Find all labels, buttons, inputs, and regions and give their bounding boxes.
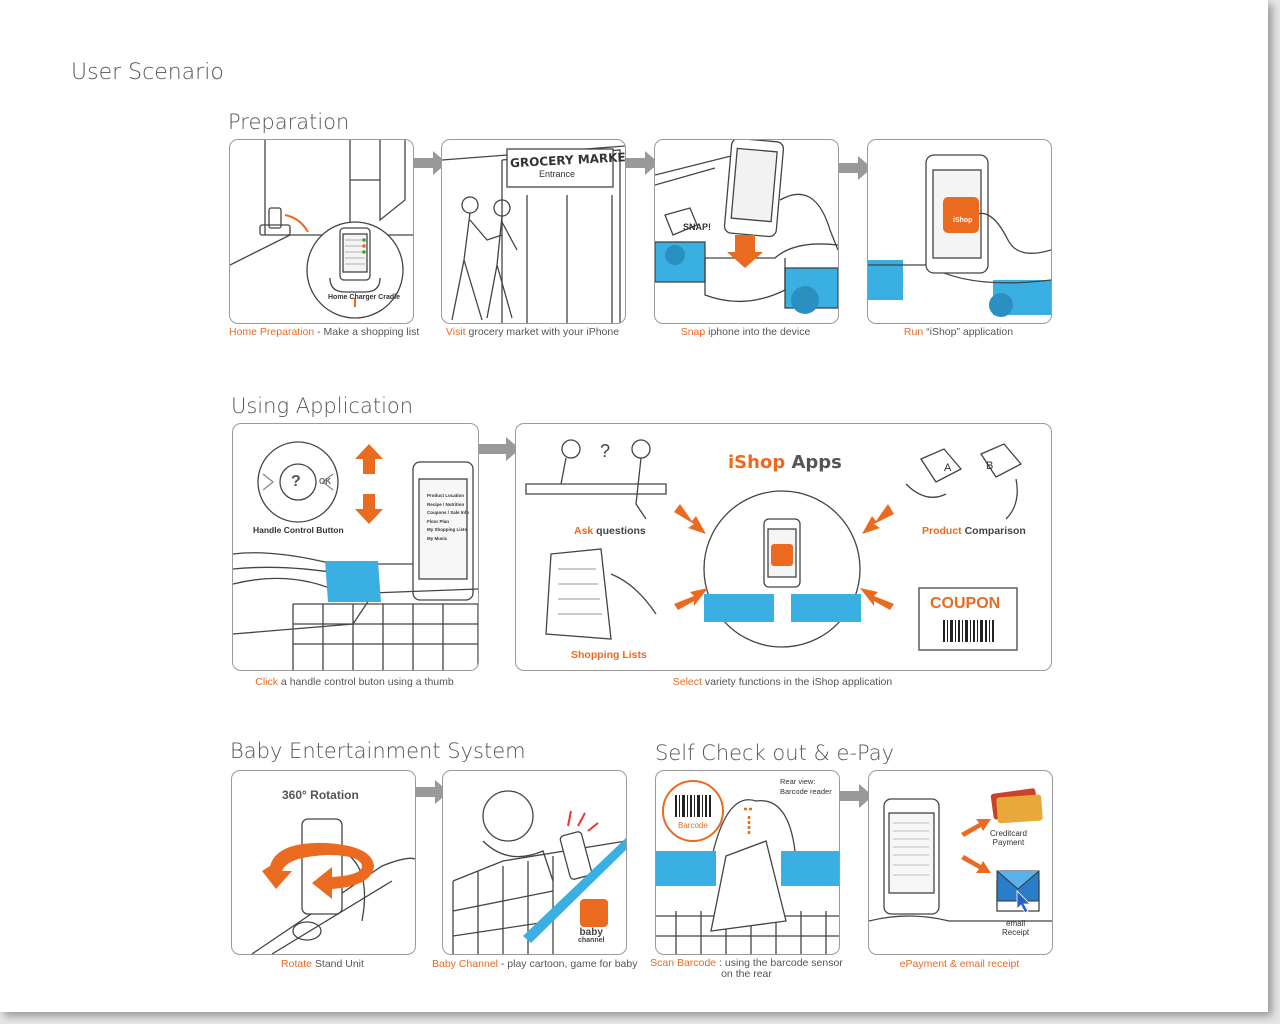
rear-view-label: Rear view:Barcode reader (780, 777, 832, 796)
illustration-handle-control (233, 441, 478, 670)
question-mark: ? (291, 473, 301, 490)
illustration-rotation (251, 818, 415, 954)
panel-ishop-apps: ? iShop Apps Ask questions Product Compa… (515, 423, 1052, 671)
section-title-checkout: Self Check out & e-Pay (655, 741, 895, 765)
arrow-right-icon (415, 780, 449, 804)
page-title: User Scenario (71, 60, 224, 85)
arrow-right-icon (625, 151, 659, 175)
phone-menu-item: My Music (427, 535, 448, 541)
ask-questions-label: Ask questions (574, 525, 646, 537)
box-a-label: A (944, 462, 952, 474)
section-title-using: Using Application (231, 394, 414, 418)
panel-visit-market: GROCERY MARKET Entrance (441, 139, 626, 324)
ishop-icon-label: iShop (953, 217, 973, 224)
handle-control-label: Handle Control Button (253, 525, 344, 535)
caption-epayment: ePayment & email receipt (899, 958, 1020, 970)
shopping-lists-label: Shopping Lists (571, 649, 647, 661)
illustration-snap (655, 140, 838, 314)
illustration-run-app (868, 154, 1051, 317)
panel-run-ishop: iShop (867, 139, 1052, 324)
illustration-baby (452, 790, 626, 954)
barcode-label: Barcode (678, 821, 708, 830)
caption-select-functions: Select variety functions in the iShop ap… (672, 676, 893, 688)
caption-snap-iphone: Snap iphone into the device (680, 326, 811, 338)
panel-rotate-stand: 360° Rotation (231, 770, 416, 955)
phone-menu: Product Location Recipe / Nutrition Coup… (427, 492, 473, 543)
barcode-icon (943, 620, 994, 642)
caption-home-preparation: Home Preparation - Make a shopping list (229, 326, 420, 338)
credit-card-icon (990, 788, 1043, 824)
panel-snap-iphone: SNAP! (654, 139, 839, 324)
phone-menu-item: Product Location (427, 493, 464, 498)
ok-label: OK (319, 477, 331, 486)
caption-handle-control: Click a handle control buton using a thu… (255, 676, 454, 688)
illustration-epayment (869, 788, 1052, 922)
caption-rotate-stand: Rotate Stand Unit (281, 958, 364, 970)
section-title-preparation: Preparation (228, 110, 350, 134)
box-b-label: B (986, 460, 994, 472)
illustration-scan (656, 780, 839, 954)
coupon-label: COUPON (930, 595, 1001, 612)
arrow-right-icon (839, 784, 873, 808)
panel-scan-barcode: Barcode Rear view:Barcode reader (655, 770, 840, 955)
rotation-label: 360° Rotation (282, 788, 359, 802)
panel-home-preparation: Home Charger Cradle (229, 139, 414, 324)
caption-run-ishop: Run “iShop” application (903, 326, 1014, 338)
section-title-baby: Baby Entertainment System (230, 739, 526, 763)
phone-menu-item: Recipe / Nutrition (427, 501, 465, 507)
phone-menu-item: My Shopping Lists (427, 527, 467, 532)
arrow-right-icon (479, 437, 520, 461)
barcode-icon (675, 795, 711, 817)
arrow-right-icon (838, 156, 872, 180)
snap-label: SNAP! (683, 222, 712, 232)
grocery-sign-line2: Entrance (539, 169, 576, 179)
caption-baby-channel: Baby Channel - play cartoon, game for ba… (432, 958, 638, 970)
product-comparison-label: Product Comparison (922, 525, 1026, 537)
phone-menu-item: Coupons / Sale Info (427, 510, 470, 515)
illustration-ishop-apps (525, 439, 1023, 651)
cradle-label: Home Charger Cradle (328, 294, 400, 301)
question-mark: ? (600, 441, 611, 461)
ishop-apps-title: iShop Apps (728, 452, 842, 473)
illustration-home (230, 140, 413, 319)
phone-menu-item: Floor Plan (427, 518, 450, 524)
panel-handle-control: ? OK Handle Control Button Product Locat… (232, 423, 479, 671)
caption-visit-market: Visit grocery market with your iPhone (445, 326, 620, 338)
arrow-right-icon (413, 151, 447, 175)
illustration-market (442, 145, 625, 323)
